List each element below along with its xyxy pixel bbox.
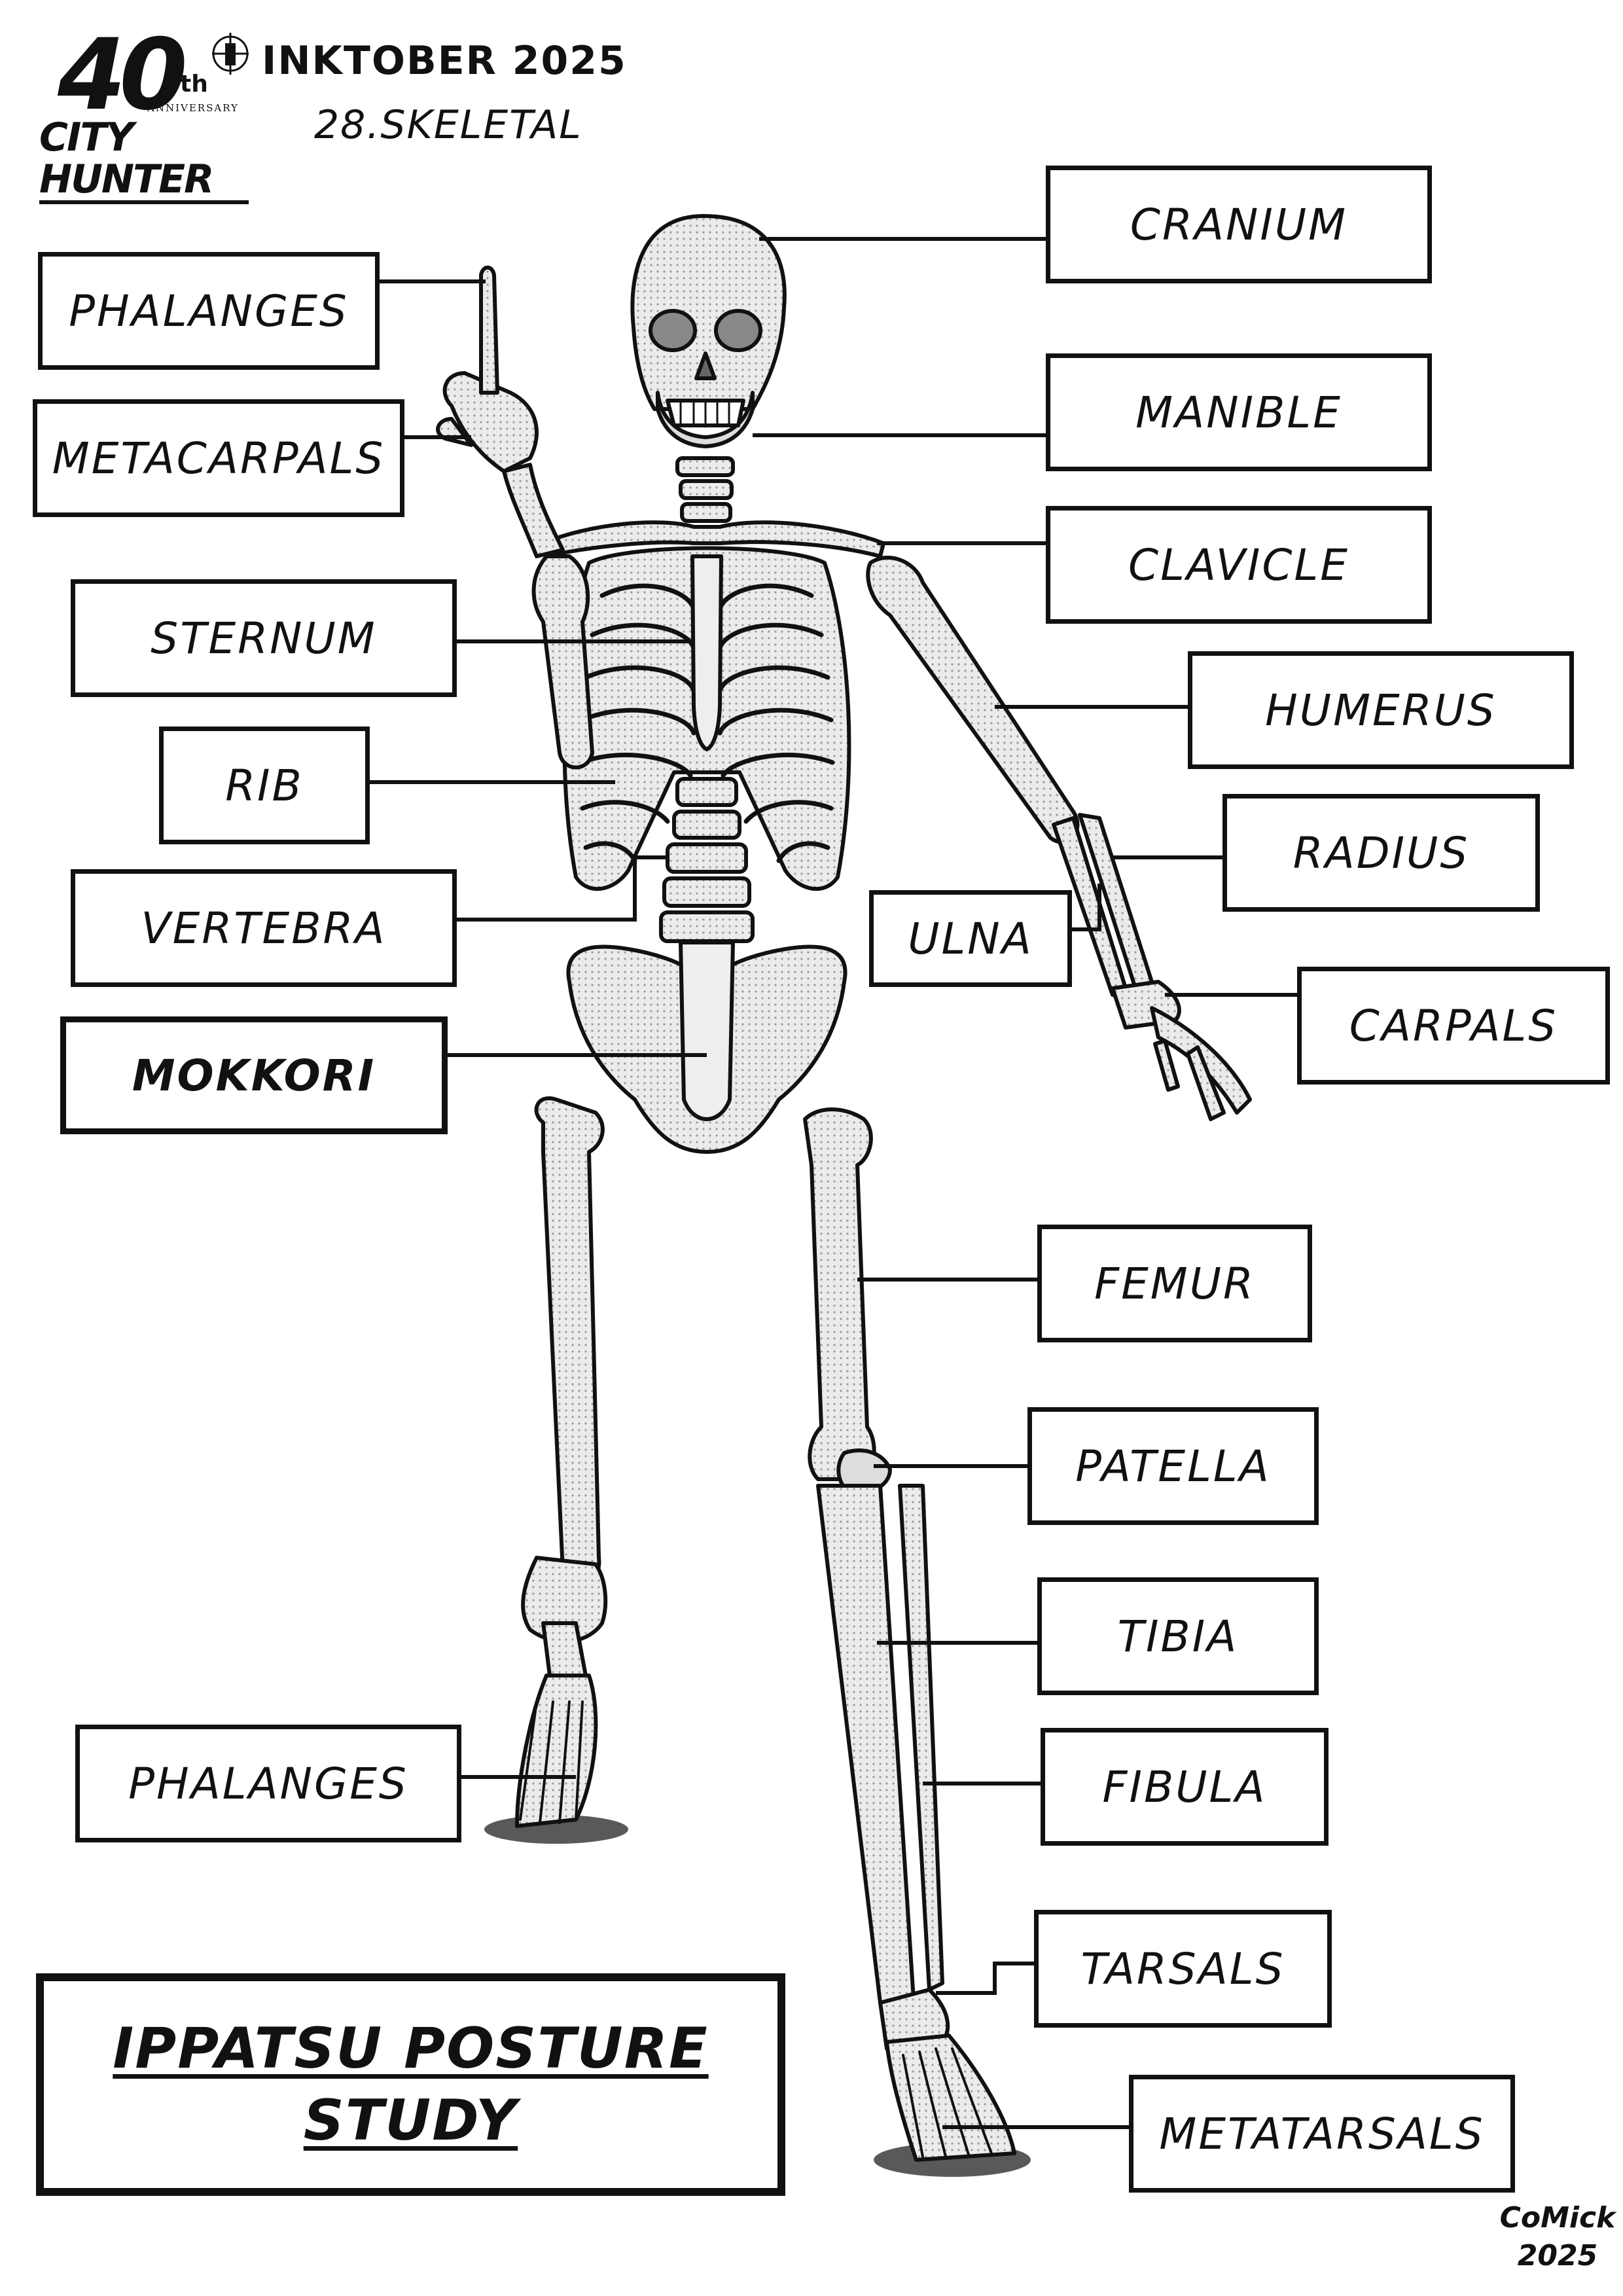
page-title: INKTOBER 2025 <box>262 38 627 84</box>
leader-lines <box>366 237 1299 2129</box>
tibia-left <box>541 1621 588 1677</box>
label-metacarpals: METACARPALS <box>33 399 404 517</box>
label-clavicle: CLAVICLE <box>1046 506 1432 624</box>
label-mokkori: MOKKORI <box>60 1016 448 1134</box>
label-metatarsals: METATARSALS <box>1129 2075 1515 2193</box>
city-hunter-40th-logo: 40 th ANNIVERSARY CITY HUNTER <box>39 18 249 204</box>
label-fibula: FIBULA <box>1041 1728 1329 1846</box>
eye-socket-left <box>649 309 697 352</box>
label-manible: MANIBLE <box>1046 353 1432 471</box>
label-tarsals: TARSALS <box>1034 1910 1332 2028</box>
page-subtitle: 28.SKELETAL <box>314 102 582 148</box>
leader-tarsals <box>936 1962 1034 1995</box>
study-title-line1: IPPATSU POSTURE <box>113 2016 709 2081</box>
label-rib: RIB <box>159 726 370 844</box>
leader-ulna <box>1067 884 1101 931</box>
study-title-line2: STUDY <box>303 2088 518 2153</box>
label-carpals: CARPALS <box>1297 967 1610 1085</box>
label-femur: FEMUR <box>1037 1225 1312 1342</box>
nasal-cavity <box>694 351 717 380</box>
femur-right <box>803 1107 876 1481</box>
label-ulna: ULNA <box>869 890 1072 987</box>
hand-left <box>442 371 539 473</box>
index-finger <box>479 265 499 395</box>
label-humerus: HUMERUS <box>1188 651 1574 769</box>
mandible <box>656 391 755 448</box>
clavicle <box>541 520 885 558</box>
eye-socket-right <box>714 309 762 352</box>
fibula <box>898 1484 944 1992</box>
signature-name: CoMick <box>1499 2201 1616 2234</box>
label-tibia: TIBIA <box>1037 1577 1319 1695</box>
label-phalanges-hand: PHALANGES <box>38 252 380 370</box>
artist-signature: CoMick 2025 <box>1499 2199 1616 2275</box>
label-patella: PATELLA <box>1027 1407 1319 1525</box>
logo-number: 40 <box>58 18 188 132</box>
logo-tagline: ANNIVERSARY <box>147 102 239 114</box>
humerus-left <box>531 554 594 770</box>
femur-left <box>534 1096 605 1585</box>
logo-suffix: th <box>180 71 208 98</box>
logo-brand: CITY HUNTER <box>39 117 249 204</box>
label-cranium: CRANIUM <box>1046 166 1432 283</box>
crosshair-icon <box>212 33 249 75</box>
tibia <box>816 1484 916 2012</box>
forearm-left <box>502 463 565 558</box>
label-vertebra: VERTEBRA <box>71 869 457 987</box>
signature-year: 2025 <box>1517 2239 1598 2272</box>
vertebra <box>659 777 755 943</box>
label-sternum: STERNUM <box>71 579 457 697</box>
label-radius: RADIUS <box>1222 794 1540 912</box>
label-phalanges-foot: PHALANGES <box>75 1725 461 1842</box>
sacrum <box>679 941 735 1121</box>
sternum <box>690 554 723 751</box>
study-title-box: IPPATSU POSTURE STUDY <box>36 1973 785 2196</box>
leader-vertebra <box>455 855 668 922</box>
